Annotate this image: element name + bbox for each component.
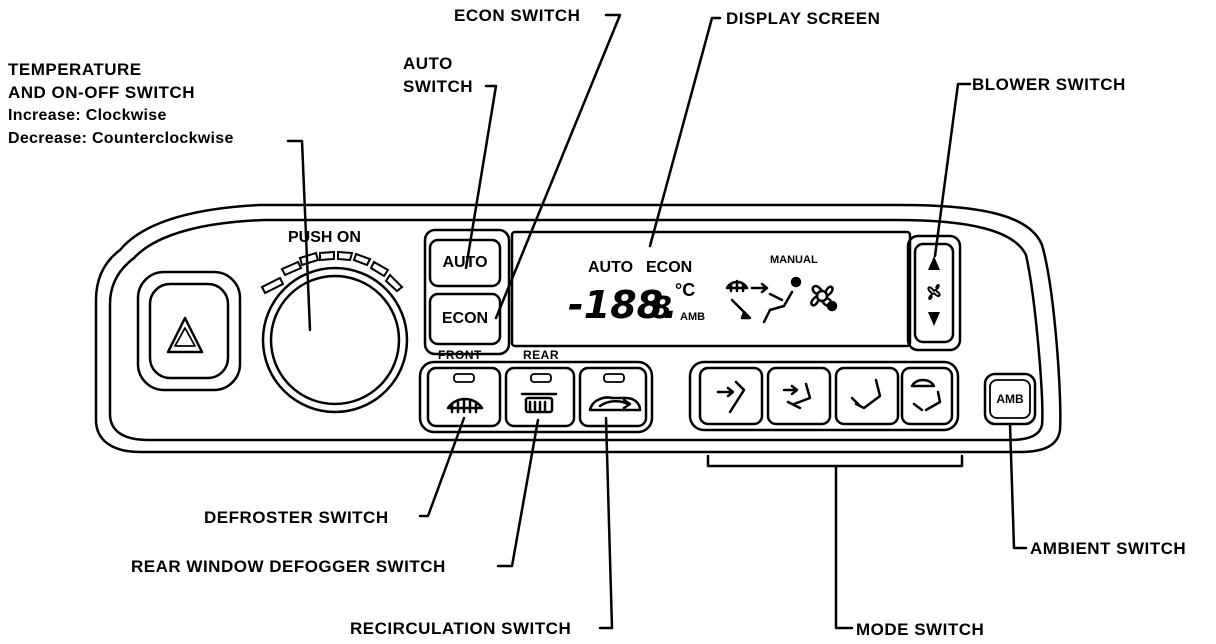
rear-defogger-button (504, 366, 576, 428)
panel-housing-outer (94, 203, 1062, 454)
mode-button-face (698, 366, 764, 426)
temperature-dial-control[interactable] (271, 276, 399, 404)
defroster-icon (446, 397, 484, 414)
mode-button-foot (834, 366, 900, 426)
blower-down-button[interactable] (916, 308, 952, 338)
hazard-button-outer (136, 270, 242, 392)
rear-defogger-icon (524, 396, 554, 414)
mode-switch-bracket (706, 454, 964, 630)
hazard-icon (166, 316, 204, 354)
auto-switch-line2: SWITCH (403, 77, 474, 96)
leader-auto (464, 84, 498, 270)
recirculation-button (578, 366, 648, 428)
defroster-switch-callout: DEFROSTER SWITCH (204, 508, 389, 527)
econ-button (428, 292, 502, 346)
ambient-switch-callout: AMBIENT SWITCH (1030, 539, 1187, 558)
mode-switch-callout: MODE SWITCH (856, 620, 985, 639)
auto-switch-line1: AUTO (403, 54, 453, 73)
rear-label: REAR (523, 348, 560, 362)
display-manual-indicator: MANUAL (770, 254, 818, 266)
hazard-button-control[interactable] (138, 272, 240, 390)
front-label: FRONT (438, 348, 482, 362)
leader-display (648, 16, 722, 248)
econ-button-label[interactable]: ECON (441, 310, 489, 327)
temperature-increase: Increase: Clockwise (8, 107, 167, 124)
temperature-dial-ring (261, 266, 409, 414)
temperature-callout: TEMPERATURE AND ON-OFF SWITCH Increase: … (8, 58, 234, 150)
auto-button (428, 238, 502, 288)
hazard-button-inner (148, 282, 230, 380)
recirculation-switch-callout: RECIRCULATION SWITCH (350, 619, 572, 638)
temperature-title-line2: AND ON-OFF SWITCH (8, 83, 195, 102)
push-on-label: PUSH ON (288, 229, 361, 246)
leader-defroster (418, 416, 466, 518)
leader-ambient (1008, 422, 1028, 550)
display-screen-callout: DISPLAY SCREEN (726, 9, 881, 28)
mode-button-bilevel (766, 366, 832, 426)
leader-blower (933, 82, 972, 258)
temperature-dial (269, 274, 401, 406)
display-unit: °C (675, 280, 696, 300)
recirculation-icon (588, 396, 642, 412)
display-econ-indicator: ECON (646, 259, 693, 276)
panel-housing-inner (108, 218, 1044, 442)
mode-foot-defrost-icon (910, 378, 942, 412)
temperature-title-line1: TEMPERATURE (8, 60, 142, 79)
blower-icons (928, 256, 940, 326)
blower-switch-callout: BLOWER SWITCH (972, 75, 1126, 94)
display-temperature-digits: -188. (568, 283, 678, 327)
leader-econ (494, 13, 622, 320)
display-amb-indicator: AMB (680, 311, 706, 323)
rear-window-defogger-callout: REAR WINDOW DEFOGGER SWITCH (131, 557, 446, 576)
auto-button-label[interactable]: AUTO (442, 254, 488, 271)
mode-face-icon (716, 380, 746, 414)
mode-button-foot-defrost (900, 366, 954, 426)
defroster-button (426, 366, 502, 428)
blower-fan-icon (927, 283, 941, 301)
blower-up-button[interactable] (916, 246, 952, 276)
amb-button-label[interactable]: AMB (996, 392, 1024, 406)
blower-switch (913, 242, 955, 344)
display-auto-indicator: AUTO (588, 259, 634, 276)
mode-foot-icon (850, 378, 882, 410)
leader-temperature (286, 139, 312, 332)
leader-recirculation (598, 416, 614, 630)
display-temperature-decimal: 8 (651, 291, 672, 326)
auto-switch-callout: AUTO SWITCH (403, 52, 473, 98)
temperature-decrease: Decrease: Counterclockwise (8, 130, 234, 147)
mode-bilevel-icon (782, 382, 812, 410)
display-screen-frame (510, 230, 912, 348)
econ-switch-callout: ECON SWITCH (454, 6, 581, 25)
leader-rear-defogger (496, 418, 540, 568)
lcd-mode-icons (725, 276, 838, 324)
